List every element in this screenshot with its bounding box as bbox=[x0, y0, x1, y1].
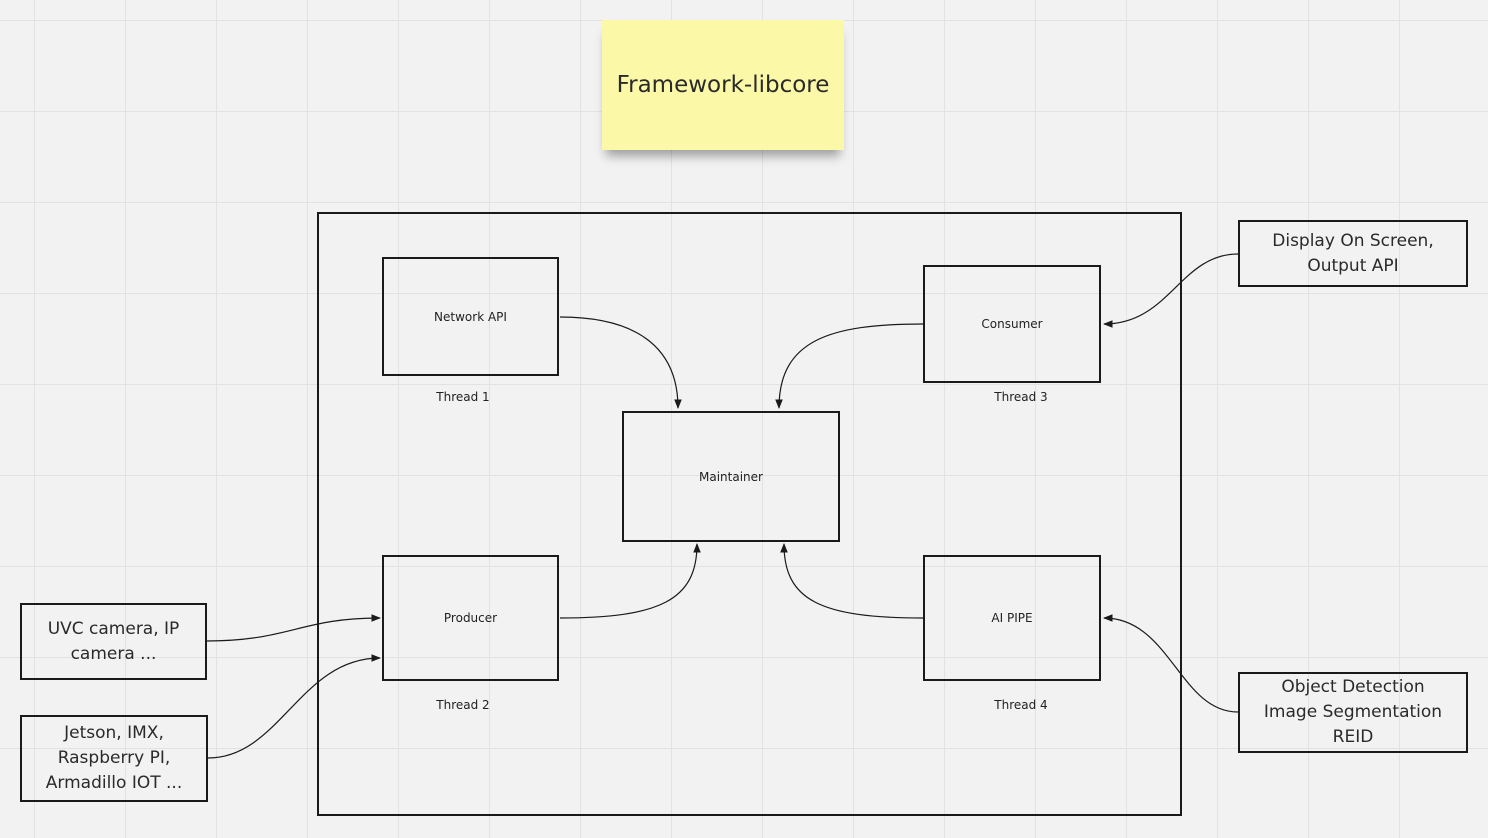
maintainer-box[interactable]: Maintainer bbox=[622, 411, 840, 542]
edge-devices-to-producer[interactable] bbox=[207, 654, 381, 759]
title-text: Framework-libcore bbox=[616, 72, 830, 98]
network-api-box[interactable]: Network API bbox=[382, 257, 559, 376]
thread3-caption: Thread 3 bbox=[994, 390, 1048, 404]
framework-frame[interactable] bbox=[317, 212, 1182, 816]
ai-pipe-box[interactable]: AI PIPE bbox=[923, 555, 1101, 681]
edge-uvc-camera-to-producer[interactable] bbox=[205, 614, 381, 642]
consumer-box[interactable]: Consumer bbox=[923, 265, 1101, 383]
producer-box[interactable]: Producer bbox=[382, 555, 559, 681]
edge-display-output-to-consumer[interactable] bbox=[1103, 253, 1239, 328]
consumer-label: Consumer bbox=[981, 317, 1043, 331]
ai-tasks-box[interactable]: Object Detection Image Segmentation REID bbox=[1238, 672, 1468, 753]
edge-consumer-to-maintainer[interactable] bbox=[775, 323, 924, 409]
title-sticky-note[interactable]: Framework-libcore bbox=[602, 20, 844, 150]
devices-box[interactable]: Jetson, IMX, Raspberry PI, Armadillo IOT… bbox=[20, 715, 208, 802]
uvc-camera-box[interactable]: UVC camera, IP camera ... bbox=[20, 603, 207, 680]
edge-producer-to-maintainer[interactable] bbox=[559, 543, 701, 619]
thread2-caption: Thread 2 bbox=[436, 698, 490, 712]
display-output-box[interactable]: Display On Screen, Output API bbox=[1238, 220, 1468, 287]
ai-tasks-label: Object Detection Image Segmentation REID bbox=[1263, 677, 1443, 747]
edge-network-api-to-maintainer[interactable] bbox=[559, 316, 682, 409]
network-api-label: Network API bbox=[434, 309, 507, 324]
ai-pipe-label: AI PIPE bbox=[991, 611, 1033, 625]
edge-ai-pipe-to-maintainer[interactable] bbox=[780, 543, 924, 619]
devices-label: Jetson, IMX, Raspberry PI, Armadillo IOT… bbox=[45, 723, 183, 793]
uvc-camera-label: UVC camera, IP camera ... bbox=[47, 618, 180, 664]
display-output-label: Display On Screen, Output API bbox=[1272, 230, 1434, 276]
maintainer-label: Maintainer bbox=[699, 469, 763, 484]
thread1-caption: Thread 1 bbox=[436, 390, 490, 404]
producer-label: Producer bbox=[443, 611, 498, 625]
edge-ai-tasks-to-ai-pipe[interactable] bbox=[1103, 614, 1239, 713]
thread4-caption: Thread 4 bbox=[994, 698, 1048, 712]
